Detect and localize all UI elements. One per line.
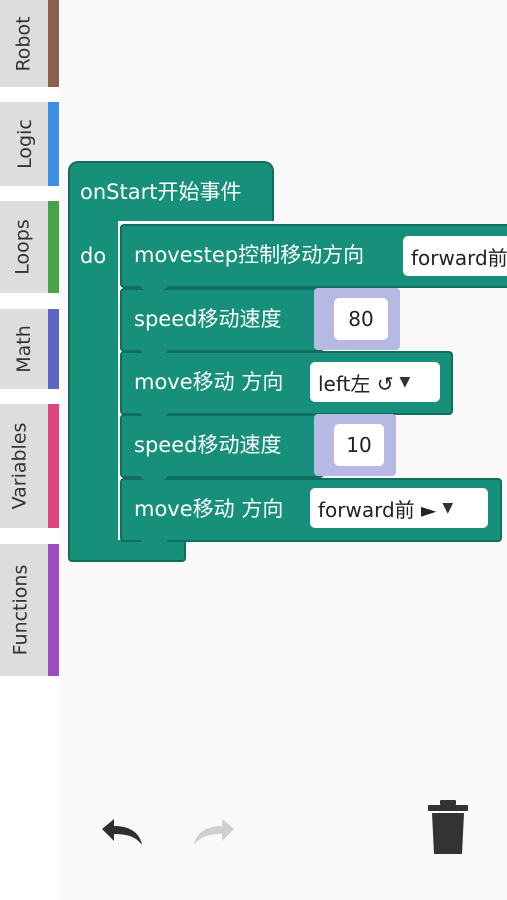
category-robot[interactable]: Robot bbox=[0, 0, 59, 87]
do-label: do bbox=[80, 244, 107, 268]
category-label: Logic bbox=[13, 119, 36, 169]
category-color-stripe bbox=[48, 201, 59, 293]
chevron-down-icon: ▼ bbox=[442, 500, 454, 516]
movestep-label: movestep控制移动方向 bbox=[134, 243, 365, 267]
move-label: move移动 方向 bbox=[134, 497, 284, 521]
category-label: Variables bbox=[8, 422, 31, 510]
undo-button[interactable] bbox=[96, 815, 148, 855]
category-color-stripe bbox=[48, 102, 59, 186]
category-functions[interactable]: Functions bbox=[0, 544, 59, 676]
category-logic[interactable]: Logic bbox=[0, 102, 59, 186]
redo-button[interactable] bbox=[188, 815, 240, 855]
move-label: move移动 方向 bbox=[134, 370, 284, 394]
category-color-stripe bbox=[48, 544, 59, 676]
speed-block[interactable] bbox=[120, 414, 324, 478]
block-notch bbox=[140, 538, 168, 544]
category-label: Functions bbox=[9, 564, 32, 656]
speed-value-input[interactable]: 80 bbox=[334, 298, 388, 340]
category-variables[interactable]: Variables bbox=[0, 404, 59, 528]
category-color-stripe bbox=[48, 404, 59, 528]
speed-label: speed移动速度 bbox=[134, 433, 282, 457]
block-notch bbox=[140, 474, 168, 480]
onstart-footer bbox=[68, 540, 186, 562]
dropdown-value: left左 ↺ bbox=[318, 371, 394, 396]
category-loops[interactable]: Loops bbox=[0, 201, 59, 293]
speed-value: 10 bbox=[346, 433, 372, 457]
movestep-direction-dropdown[interactable]: forward前 bbox=[403, 236, 507, 276]
onstart-label: onStart开始事件 bbox=[80, 180, 242, 204]
category-label: Loops bbox=[11, 219, 34, 275]
dropdown-value: forward前 ► bbox=[318, 497, 437, 522]
category-color-stripe bbox=[48, 309, 59, 389]
category-math[interactable]: Math bbox=[0, 309, 59, 389]
move-direction-dropdown[interactable]: left左 ↺ ▼ bbox=[310, 362, 440, 402]
speed-value-input[interactable]: 10 bbox=[334, 424, 384, 466]
category-color-stripe bbox=[48, 0, 59, 87]
speed-block[interactable] bbox=[120, 288, 324, 352]
block-notch bbox=[140, 411, 168, 417]
category-toolbox: Robot Logic Loops Math Variables Functio… bbox=[0, 0, 60, 900]
trash-icon bbox=[428, 800, 468, 854]
speed-value: 80 bbox=[348, 307, 374, 331]
category-label: Robot bbox=[12, 15, 35, 72]
onstart-event-block[interactable] bbox=[68, 161, 274, 221]
block-notch bbox=[140, 284, 168, 290]
redo-icon bbox=[194, 819, 234, 845]
category-label: Math bbox=[12, 325, 35, 373]
undo-icon bbox=[102, 819, 142, 845]
dropdown-value: forward前 bbox=[411, 245, 507, 270]
move-direction-dropdown[interactable]: forward前 ► ▼ bbox=[310, 488, 488, 528]
block-notch bbox=[140, 348, 168, 354]
trash-button[interactable] bbox=[426, 798, 470, 856]
chevron-down-icon: ▼ bbox=[399, 374, 411, 390]
speed-label: speed移动速度 bbox=[134, 307, 282, 331]
blocks-workspace[interactable]: onStart开始事件 do movestep控制移动方向 forward前 s… bbox=[60, 0, 507, 900]
onstart-do-spine bbox=[68, 216, 118, 546]
